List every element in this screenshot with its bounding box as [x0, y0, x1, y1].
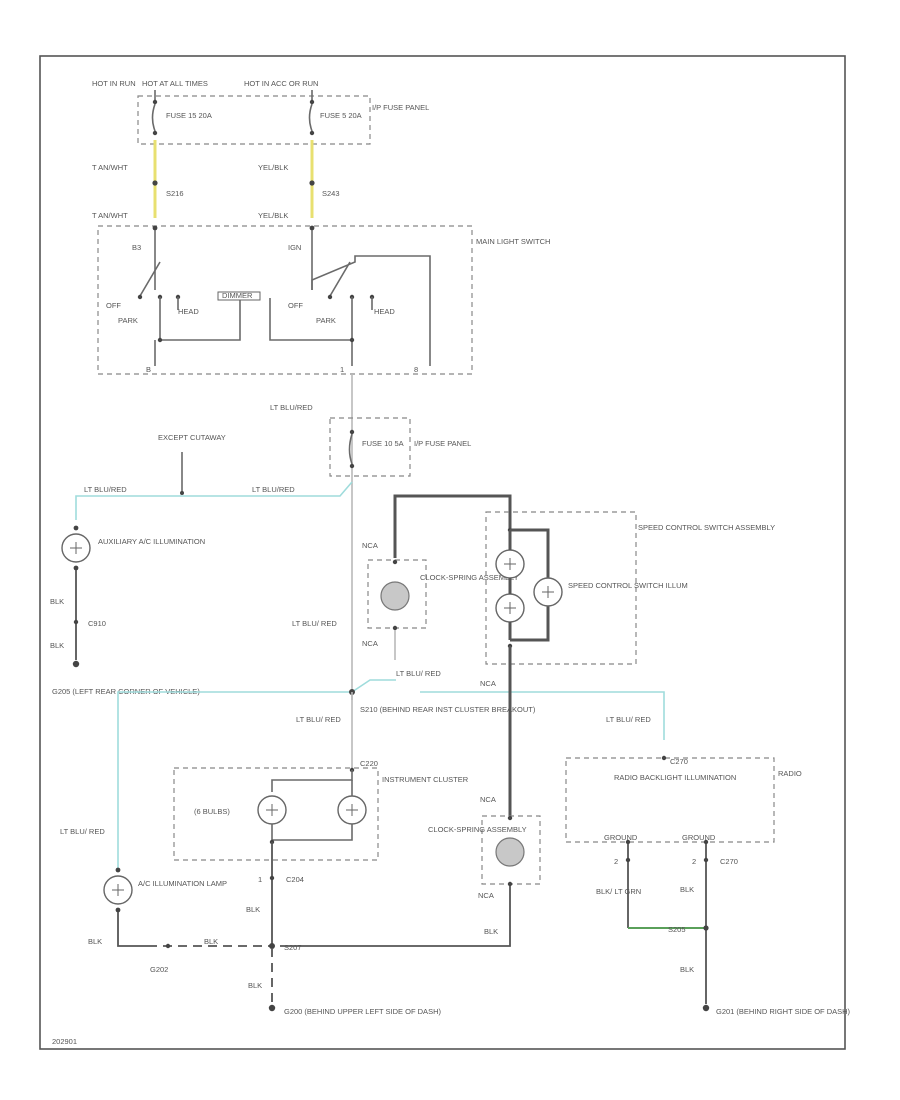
- ground-1-label: GROUND: [604, 833, 638, 842]
- hot-at-all-times-label: HOT AT ALL TIMES: [142, 79, 208, 88]
- ac-illumination-lamp: [103, 867, 133, 913]
- term-1-label: 1: [340, 365, 344, 374]
- clockspring-top-label: CLOCK-SPRING ASSEMBLY: [420, 573, 519, 582]
- aux-ac-illum-label: AUXILIARY A/C ILLUMINATION: [98, 537, 205, 546]
- blk-center-2-label: BLK: [248, 981, 262, 990]
- c910-label: C910: [88, 619, 106, 628]
- s243-label: S243: [322, 189, 340, 198]
- tan-wht-label-1: T AN/WHT: [92, 163, 128, 172]
- pin-1-label: 1: [258, 875, 262, 884]
- pin-2b-label: 2: [692, 857, 696, 866]
- b3-label: B3: [132, 243, 141, 252]
- hot-in-run-label: HOT IN RUN: [92, 79, 136, 88]
- clockspring-bottom: [481, 815, 541, 887]
- s207-label: S207: [284, 943, 302, 952]
- nca-4-label: NCA: [480, 795, 496, 804]
- blk-lamp-label: BLK: [88, 937, 102, 946]
- speed-control-switch-assembly: [485, 511, 637, 665]
- aux-ac-illumination-bulb: [61, 525, 91, 571]
- nca-3-label: NCA: [480, 679, 496, 688]
- instrument-cluster-label: INSTRUMENT CLUSTER: [382, 775, 469, 784]
- lt-blu-red-top-label: LT BLU/RED: [270, 403, 313, 412]
- blk-aux-label: BLK: [50, 597, 64, 606]
- g200-label: G200 (BEHIND UPPER LEFT SIDE OF DASH): [284, 1007, 441, 1016]
- head-right-label: HEAD: [374, 307, 395, 316]
- lt-blu-red-wire-a-label: LT BLU/RED: [84, 485, 127, 494]
- head-left-label: HEAD: [178, 307, 199, 316]
- blk-right-label: BLK: [680, 885, 694, 894]
- lt-blu-red-ac-label: LT BLU/ RED: [60, 827, 105, 836]
- c220-label: C220: [360, 759, 378, 768]
- term-b-label: B: [146, 365, 151, 374]
- lt-blu-red-radio-label: LT BLU/ RED: [606, 715, 651, 724]
- blk-aux2-label: BLK: [50, 641, 64, 650]
- dimmer-label: DIMMER: [222, 291, 253, 300]
- s216-label: S216: [166, 189, 184, 198]
- nca-2-label: NCA: [362, 639, 378, 648]
- hot-in-acc-or-run-label: HOT IN ACC OR RUN: [244, 79, 318, 88]
- figure-code: 202901: [52, 1037, 77, 1046]
- clockspring-top: [367, 559, 427, 631]
- radio-backlight-label: RADIO BACKLIGHT ILLUMINATION: [614, 773, 736, 782]
- clockspring-bottom-label: CLOCK-SPRING ASSEMBLY: [428, 825, 527, 834]
- ip-fuse-panel-top-label: I/P FUSE PANEL: [372, 103, 429, 112]
- lt-blu-red-center-label: LT BLU/ RED: [296, 715, 341, 724]
- g201-label: G201 (BEHIND RIGHT SIDE OF DASH): [716, 1007, 851, 1016]
- nca-5-label: NCA: [478, 891, 494, 900]
- main-light-switch: MAIN LIGHT SWITCH B3 IGN OFF PARK HEAD D…: [97, 225, 550, 375]
- main-light-switch-label: MAIN LIGHT SWITCH: [476, 237, 550, 246]
- blk-right2-label: BLK: [680, 965, 694, 974]
- park-left-label: PARK: [118, 316, 138, 325]
- off-left-label: OFF: [106, 301, 121, 310]
- off-right-label: OFF: [288, 301, 303, 310]
- s205-label: S205: [668, 925, 686, 934]
- bulbs-6-label: (6 BULBS): [194, 807, 230, 816]
- c270-bottom-label: C270: [720, 857, 738, 866]
- nca-1-label: NCA: [362, 541, 378, 550]
- speed-control-illum-label: SPEED CONTROL SWITCH ILLUM: [568, 581, 688, 590]
- lt-blu-red-mid-label: LT BLU/ RED: [292, 619, 337, 628]
- except-cutaway-label: EXCEPT CUTAWAY: [158, 433, 226, 442]
- instrument-cluster: [173, 767, 379, 861]
- fuse-15-label: FUSE 15 20A: [166, 111, 212, 120]
- blk-bottom-label: BLK: [484, 927, 498, 936]
- term-8-label: 8: [414, 365, 418, 374]
- g202-label: G202: [150, 965, 168, 974]
- blk-center-1-label: BLK: [246, 905, 260, 914]
- ign-label: IGN: [288, 243, 301, 252]
- yel-blk-label-1: YEL/BLK: [258, 163, 288, 172]
- speed-control-switch-label: SPEED CONTROL SWITCH ASSEMBLY: [638, 523, 775, 532]
- blk-mid-label: BLK: [204, 937, 218, 946]
- lt-blu-red-s210-label: LT BLU/ RED: [396, 669, 441, 678]
- lt-blu-red-wire-b-label: LT BLU/RED: [252, 485, 295, 494]
- s210-label: S210 (BEHIND REAR INST CLUSTER BREAKOUT): [360, 705, 536, 714]
- radio-backlight: [565, 755, 775, 845]
- ip-fuse-panel-mid-label: I/P FUSE PANEL: [414, 439, 471, 448]
- radio-label: RADIO: [778, 769, 802, 778]
- fuse-5-label: FUSE 5 20A: [320, 111, 362, 120]
- fuse-panel-top: HOT IN RUN HOT AT ALL TIMES HOT IN ACC O…: [92, 79, 429, 145]
- park-right-label: PARK: [316, 316, 336, 325]
- ground-2-label: GROUND: [682, 833, 716, 842]
- blk-lt-grn-label: BLK/ LT GRN: [596, 887, 641, 896]
- pin-2-label: 2: [614, 857, 618, 866]
- tan-wht-label-2: T AN/WHT: [92, 211, 128, 220]
- fuse-panel-fuse-10: FUSE 10 5A I/P FUSE PANEL: [329, 417, 471, 477]
- dimmer-element: [217, 291, 261, 301]
- diagram-frame: [39, 55, 846, 1050]
- c270-top-label: C270: [670, 757, 688, 766]
- fuse-10-label: FUSE 10 5A: [362, 439, 404, 448]
- yel-blk-label-2: YEL/BLK: [258, 211, 288, 220]
- ac-illum-lamp-label: A/C ILLUMINATION LAMP: [138, 879, 227, 888]
- c204-label: C204: [286, 875, 304, 884]
